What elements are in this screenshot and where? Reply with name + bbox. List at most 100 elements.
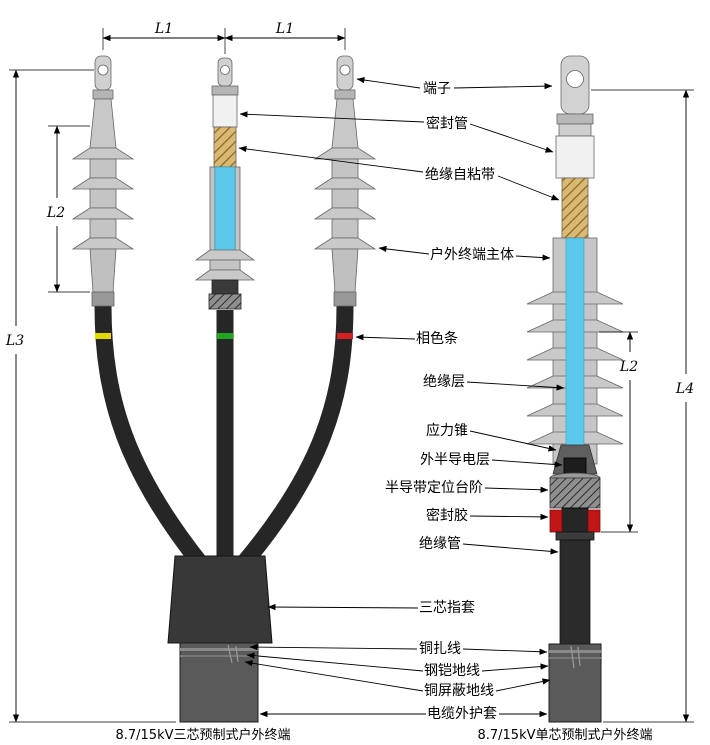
dim-label-l1-right: L1 — [275, 21, 294, 37]
ground-wire — [227, 644, 233, 664]
dim-l2-left: L2 — [46, 125, 90, 293]
three-core-glove-part — [167, 555, 273, 644]
svg-text:电缆外护套: 电缆外护套 — [427, 706, 497, 722]
leader-outer-semiconductive — [491, 459, 563, 468]
label-copper-binding-wire: 铜扎线 — [249, 641, 548, 657]
termination-phase-b-cutaway — [194, 57, 256, 310]
dim-l3: L3 — [5, 69, 176, 723]
leader-tape-right — [497, 175, 560, 201]
label-terminal: 端子 — [356, 76, 553, 97]
svg-text:铜屏蔽地线: 铜屏蔽地线 — [424, 683, 494, 699]
sealing-tube-part — [555, 135, 595, 179]
dim-label-l4: L4 — [675, 381, 694, 397]
termination-phase-c — [313, 55, 377, 307]
leader-tape-left — [238, 145, 424, 173]
part-labels: 端子 密封管 绝缘自粘带 户外终端主体 相色条 绝缘层 应力锥 — [238, 76, 565, 722]
ground-wire — [577, 646, 581, 667]
label-steel-armor-ground: 钢铠地线 — [246, 652, 549, 679]
dim-l1-right: L1 — [224, 21, 346, 50]
phase-strip-red — [337, 333, 353, 339]
caption-single-core: 8.7/15kV单芯预制式户外终端 — [477, 727, 652, 743]
svg-text:绝缘层: 绝缘层 — [423, 374, 465, 390]
ground-wire — [570, 645, 575, 669]
label-self-adhesive-tape: 绝缘自粘带 — [238, 145, 560, 201]
label-sealing-tube: 密封管 — [239, 111, 554, 153]
leader-copper-shield-right — [495, 678, 551, 692]
ground-wire-band — [180, 655, 258, 657]
leader-steel-armor-right — [481, 663, 549, 672]
three-core-termination — [71, 55, 377, 723]
leader-phase-strip — [355, 334, 416, 341]
svg-text:铜扎线: 铜扎线 — [419, 641, 461, 657]
leader-copper-shield-left — [244, 660, 424, 692]
copper-tie-band — [549, 650, 601, 653]
dim-l1-left: L1 — [102, 21, 226, 54]
dim-label-l3: L3 — [5, 333, 24, 349]
leader-copper-tie-right — [462, 648, 548, 655]
leader-terminal-right — [453, 83, 553, 90]
phase-strip-yellow — [95, 333, 111, 339]
dim-l4: L4 — [591, 89, 694, 723]
lug-hole — [339, 64, 351, 76]
leader-glove — [267, 603, 419, 611]
termination-phase-a — [71, 55, 135, 307]
leader-copper-tie-left — [249, 643, 418, 651]
svg-text:半导带定位台阶: 半导带定位台阶 — [385, 480, 483, 496]
svg-text:三芯指套: 三芯指套 — [419, 600, 475, 616]
svg-text:外半导电层: 外半导电层 — [420, 452, 490, 468]
phase-strip-green — [217, 333, 233, 339]
leader-terminal-left — [356, 76, 421, 89]
leader-body-left — [378, 245, 430, 255]
svg-text:绝缘自粘带: 绝缘自粘带 — [425, 167, 495, 183]
insulating-tube-part — [559, 539, 591, 645]
dim-label-l2-left: L2 — [46, 205, 65, 221]
leader-insulation-layer — [466, 381, 565, 391]
self-adhesive-tape-part — [561, 177, 589, 239]
copper-tie-band — [180, 648, 258, 651]
leader-insulating-tube — [462, 543, 559, 555]
label-termination-body: 户外终端主体 — [378, 245, 551, 263]
left-bottom-cable — [179, 642, 259, 723]
label-cable-outer-sheath: 电缆外护套 — [259, 706, 548, 722]
semiconductive-ring — [208, 293, 242, 310]
cable-outer-sheath-part — [179, 642, 259, 723]
sealing-glue-part — [549, 509, 563, 533]
self-adhesive-tape-part — [213, 126, 237, 168]
label-insulating-tube: 绝缘管 — [419, 536, 559, 555]
lug-hole — [566, 70, 584, 88]
sealing-tube-part — [212, 94, 238, 128]
lug-hole — [97, 64, 109, 76]
caption-three-core: 8.7/15kV三芯预制式户外终端 — [115, 727, 290, 743]
single-core-termination — [526, 55, 624, 723]
svg-text:户外终端主体: 户外终端主体 — [430, 246, 514, 263]
leader-sealing-tube-right — [469, 123, 554, 153]
svg-text:应力锥: 应力锥 — [426, 422, 468, 439]
leader-sealing-glue — [469, 513, 549, 521]
cable-outer-sheath-part — [548, 643, 602, 723]
branch-cables — [94, 305, 354, 569]
leader-body-right — [515, 254, 551, 261]
dim-label-l2-right: L2 — [619, 359, 638, 375]
label-positioning-step: 半导带定位台阶 — [385, 480, 549, 496]
svg-text:钢铠地线: 钢铠地线 — [424, 663, 480, 679]
right-bottom-cable — [548, 643, 602, 723]
svg-text:端子: 端子 — [423, 81, 451, 97]
leader-sealing-tube-left — [239, 111, 425, 123]
label-stress-cone: 应力锥 — [426, 422, 557, 452]
lug-hole — [220, 65, 230, 75]
label-phase-color-strip: 相色条 — [355, 330, 458, 347]
label-sealing-glue: 密封胶 — [426, 507, 549, 524]
label-three-core-glove: 三芯指套 — [267, 600, 475, 616]
dimension-annotations: L1 L1 L3 L2 L2 — [5, 21, 694, 723]
ground-wire — [235, 645, 239, 663]
leader-steel-armor-left — [246, 652, 424, 672]
label-copper-shield-ground: 铜屏蔽地线 — [244, 660, 551, 699]
ground-wire-band — [549, 657, 601, 659]
dim-label-l1-left: L1 — [154, 21, 173, 37]
svg-text:密封管: 密封管 — [426, 115, 468, 132]
label-outer-semiconductive: 外半导电层 — [420, 452, 563, 468]
leader-positioning-step — [484, 486, 549, 493]
leader-stress-cone — [469, 430, 557, 452]
